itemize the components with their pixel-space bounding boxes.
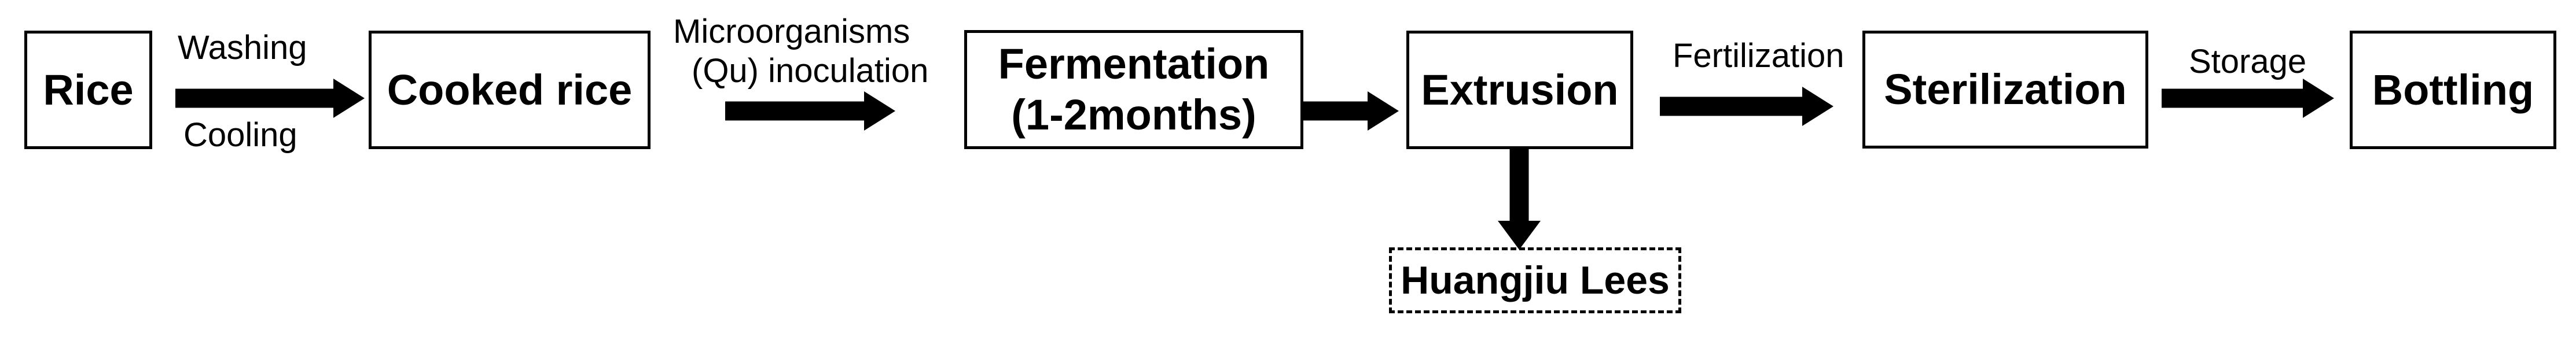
- edge-label-fertilization: Fertilization: [1673, 37, 1844, 75]
- node-cooked-rice-label: Cooked rice: [387, 65, 633, 114]
- arrow-head-icon: [2303, 79, 2334, 118]
- node-cooked-rice: Cooked rice: [369, 31, 651, 149]
- edge-label-washing: Washing: [178, 29, 307, 66]
- node-bottling-label: Bottling: [2372, 65, 2534, 114]
- arrow-bar: [1303, 101, 1370, 121]
- node-huangjiu-lees: Huangjiu Lees: [1389, 247, 1681, 313]
- edge-label-microorganisms: Microorganisms: [673, 13, 910, 50]
- arrow-cooked-rice-to-fermentation-icon: [725, 91, 895, 131]
- arrow-head-icon: [1802, 87, 1833, 126]
- node-fermentation-sublabel: (1-2months): [1011, 91, 1256, 139]
- arrow-fermentation-to-extrusion-icon: [1303, 91, 1399, 131]
- arrow-head-icon: [864, 91, 895, 131]
- arrow-head-icon: [1368, 91, 1399, 131]
- node-huangjiu-lees-label: Huangjiu Lees: [1401, 258, 1670, 302]
- node-sterilization: Sterilization: [1862, 31, 2148, 149]
- node-fermentation: Fermentation (1-2months): [964, 30, 1303, 149]
- arrow-bar: [1660, 97, 1805, 116]
- arrow-bar: [175, 88, 336, 108]
- arrow-sterilization-to-bottling-icon: [2162, 79, 2334, 118]
- node-rice: Rice: [24, 31, 152, 149]
- arrow-extrusion-to-huangjiu-lees-icon: [1496, 149, 1542, 250]
- node-extrusion-label: Extrusion: [1421, 65, 1619, 114]
- arrow-rice-to-cooked-rice-icon: [175, 79, 365, 118]
- arrow-bar: [725, 101, 866, 121]
- node-bottling: Bottling: [2350, 31, 2556, 149]
- node-extrusion: Extrusion: [1406, 31, 1633, 149]
- edge-label-qu-inoculation: (Qu) inoculation: [692, 52, 929, 90]
- arrow-head-icon: [333, 79, 365, 118]
- arrow-stem: [1509, 149, 1529, 222]
- node-rice-label: Rice: [43, 65, 134, 114]
- edge-label-storage: Storage: [2189, 43, 2307, 80]
- arrow-bar: [2162, 88, 2305, 108]
- node-sterilization-label: Sterilization: [1884, 65, 2127, 113]
- arrow-head-down-icon: [1498, 221, 1541, 250]
- arrow-extrusion-to-sterilization-icon: [1660, 87, 1833, 126]
- node-fermentation-label: Fermentation: [998, 40, 1270, 88]
- edge-label-cooling: Cooling: [183, 116, 297, 154]
